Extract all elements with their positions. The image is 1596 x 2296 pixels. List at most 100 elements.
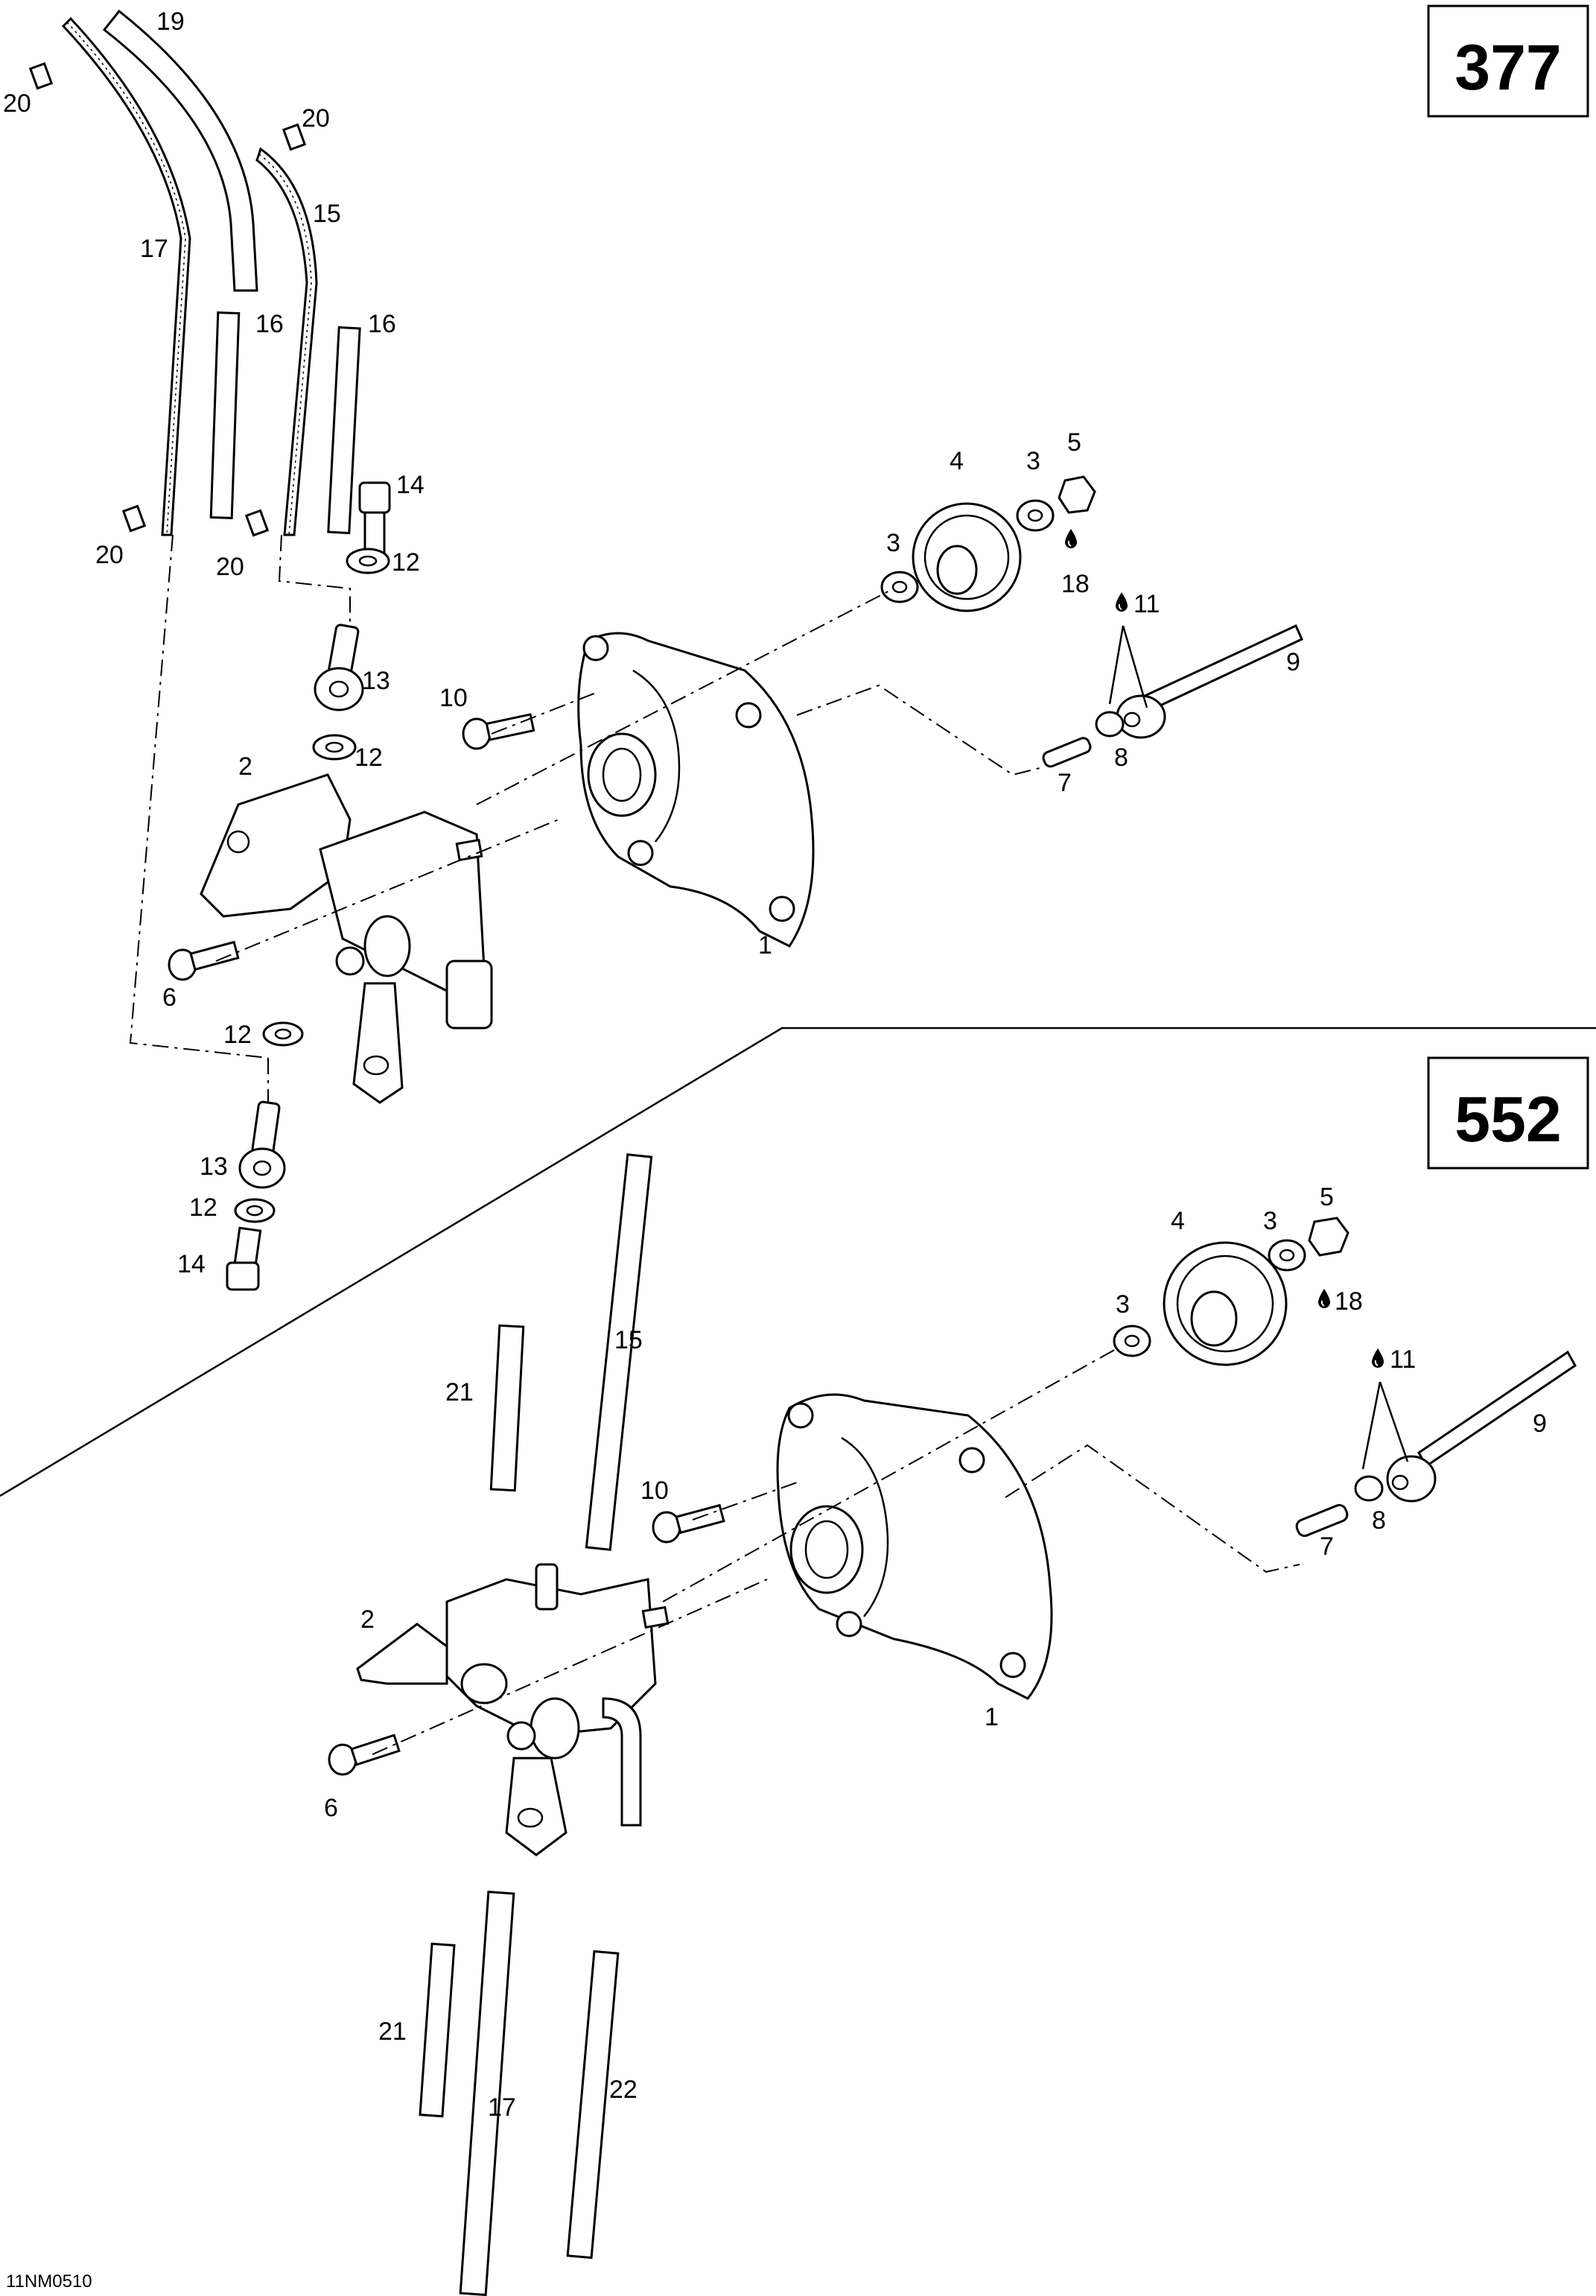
oil-drop-icon	[1317, 1287, 1332, 1310]
part-label: 22	[609, 2075, 638, 2104]
part-label: 3	[886, 529, 900, 557]
part-label: 11	[1134, 590, 1160, 618]
part-label: 5	[1320, 1183, 1334, 1211]
part-label: 14	[396, 471, 425, 499]
banjo-fitting-13	[238, 1100, 286, 1189]
hose-22	[566, 1950, 620, 2259]
part-label: 5	[1067, 428, 1081, 457]
part-label: 20	[302, 104, 330, 133]
pin-7	[1295, 1503, 1349, 1538]
hose-16	[209, 311, 241, 519]
part-label: 20	[3, 89, 31, 118]
part-label: 1	[758, 931, 772, 960]
nut-5	[1058, 475, 1096, 514]
part-label: 12	[355, 743, 383, 772]
part-label: 9	[1286, 648, 1300, 676]
part-label: 15	[313, 200, 341, 228]
washer-12	[262, 1021, 304, 1047]
oil-pump-2	[356, 1563, 670, 1856]
hose-19	[102, 9, 258, 292]
part-label: 15	[614, 1326, 643, 1354]
leader-line	[1108, 625, 1148, 708]
screw-10	[462, 713, 535, 750]
part-label: 13	[362, 667, 390, 695]
oil-drop-icon	[1370, 1347, 1385, 1369]
leader-line	[1361, 1381, 1409, 1470]
washer-12	[312, 734, 357, 761]
washer-12	[234, 1198, 276, 1223]
engine-number: 552	[1454, 1084, 1562, 1155]
section-divider	[0, 1027, 1596, 1497]
part-label: 18	[1335, 1287, 1363, 1316]
pump-shaft-9	[1386, 1350, 1577, 1503]
screw-6	[168, 940, 240, 981]
part-label: 7	[1058, 769, 1072, 797]
part-label: 18	[1061, 570, 1090, 598]
hose-17	[459, 1890, 515, 2296]
banjo-bolt-14	[226, 1226, 262, 1291]
screw-10	[652, 1503, 725, 1544]
part-label: 20	[95, 541, 124, 569]
section-552-labels: 5 4 3 18 3 11 9 15 21 10 8 7 2 1 6 21 17…	[324, 1183, 1547, 2122]
clip-20	[28, 62, 54, 90]
figure-code: 11NM0510	[6, 2271, 92, 2292]
hose-21	[489, 1324, 525, 1492]
gear-4	[912, 502, 1022, 612]
gear-4	[1163, 1241, 1288, 1366]
clip-20	[282, 123, 307, 151]
part-label: 20	[216, 553, 244, 581]
pump-shaft-9	[1116, 624, 1303, 739]
part-label: 17	[140, 235, 168, 263]
pump-cover-1	[577, 632, 815, 948]
part-label: 14	[177, 1250, 206, 1278]
hose-15	[255, 147, 318, 536]
part-label: 4	[1171, 1207, 1185, 1235]
engine-number: 377	[1454, 32, 1562, 104]
engine-box-377: 377	[1427, 4, 1589, 118]
part-label: 6	[324, 1794, 338, 1822]
part-label: 7	[1320, 1532, 1334, 1561]
section-552-parts	[328, 1153, 1577, 2296]
clip-20	[121, 504, 147, 533]
pump-cover-1	[776, 1393, 1053, 1700]
oil-drop-icon	[1114, 591, 1129, 613]
part-label: 19	[156, 7, 185, 36]
part-label: 3	[1263, 1207, 1277, 1235]
part-label: 11	[1390, 1345, 1416, 1374]
washer-3	[1016, 499, 1055, 532]
banjo-fitting-13	[314, 624, 364, 711]
washer-3	[880, 571, 919, 603]
part-label: 6	[162, 983, 177, 1012]
part-label: 10	[640, 1477, 669, 1505]
part-label: 2	[238, 752, 252, 781]
part-label: 2	[360, 1605, 375, 1634]
washer-12	[346, 548, 390, 574]
part-label: 17	[488, 2093, 516, 2122]
part-label: 1	[985, 1703, 999, 1731]
part-label: 8	[1114, 743, 1128, 772]
screw-6	[328, 1734, 401, 1776]
part-label: 3	[1116, 1290, 1130, 1319]
part-label: 8	[1372, 1506, 1386, 1535]
washer-3	[1268, 1239, 1306, 1272]
hose-17	[61, 16, 191, 536]
part-label: 21	[445, 1378, 474, 1407]
pin-7	[1042, 737, 1092, 768]
banjo-bolt-14	[358, 481, 391, 559]
part-label: 3	[1026, 447, 1040, 475]
part-label: 9	[1533, 1409, 1547, 1438]
part-label: 16	[255, 310, 284, 338]
hose-16	[327, 326, 361, 535]
oil-drop-icon	[1064, 527, 1078, 550]
washer-8	[1354, 1475, 1384, 1502]
washer-3	[1113, 1325, 1151, 1357]
part-label: 16	[368, 310, 396, 338]
part-label: 10	[439, 684, 468, 712]
hose-21	[419, 1942, 456, 2118]
oil-pump-2	[200, 773, 493, 1104]
clip-20	[244, 509, 270, 537]
section-377-labels: 19 20 20 15 17 16 16 14 20 20 12 13 12 2…	[3, 7, 1300, 1278]
part-label: 12	[189, 1193, 217, 1222]
nut-5	[1308, 1217, 1349, 1257]
part-label: 12	[392, 548, 420, 577]
